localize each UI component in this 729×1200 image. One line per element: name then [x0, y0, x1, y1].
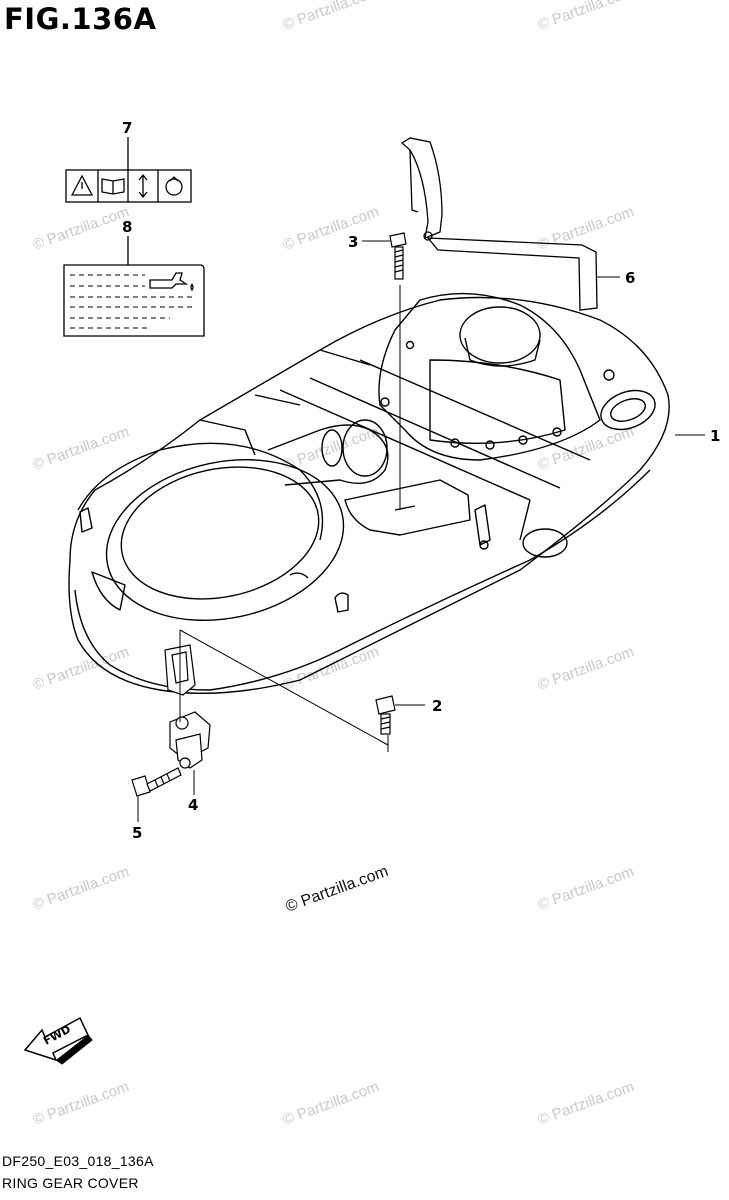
oil-can-icon	[149, 272, 189, 289]
watermark: © Partzilla.com	[31, 423, 132, 474]
ring-gear-cover-part	[68, 292, 670, 695]
manual-book-icon	[101, 178, 125, 195]
watermark-main: © Partzilla.com	[284, 863, 391, 916]
figure-name: RING GEAR COVER	[2, 1175, 139, 1191]
fwd-arrow: FWD	[23, 1016, 93, 1065]
warning-triangle-icon	[70, 174, 94, 196]
bolt-part-3	[389, 232, 407, 280]
callout-2: 2	[432, 697, 442, 715]
figure-code: DF250_E03_018_136A	[2, 1153, 154, 1169]
watermark-grid: © Partzilla.com © Partzilla.com © Partzi…	[31, 0, 637, 1129]
tilt-arrow-icon	[138, 173, 148, 199]
watermark: © Partzilla.com	[281, 203, 382, 254]
watermark: © Partzilla.com	[536, 1078, 637, 1129]
rotation-icon	[165, 178, 183, 196]
bolt-part-5	[131, 767, 182, 797]
watermark: © Partzilla.com	[31, 1078, 132, 1129]
figure-title: FIG.136A	[4, 2, 157, 36]
caution-label-part	[65, 137, 192, 203]
callout-6: 6	[625, 269, 635, 287]
hose-part	[400, 137, 598, 311]
bolt-part-2	[375, 695, 396, 735]
watermark: © Partzilla.com	[536, 863, 637, 914]
watermark: © Partzilla.com	[536, 203, 637, 254]
watermark: © Partzilla.com	[281, 1078, 382, 1129]
clamp-part	[169, 711, 211, 769]
watermark: © Partzilla.com	[31, 203, 132, 254]
leader-lines	[137, 240, 705, 822]
watermark: © Partzilla.com	[536, 643, 637, 694]
watermark: © Partzilla.com	[281, 0, 382, 34]
oil-label-part	[63, 236, 205, 337]
callout-8: 8	[122, 218, 132, 236]
watermark: © Partzilla.com	[536, 0, 637, 34]
watermark: © Partzilla.com	[536, 423, 637, 474]
watermark: © Partzilla.com	[31, 863, 132, 914]
callout-7: 7	[122, 119, 132, 137]
callout-5: 5	[132, 824, 142, 842]
callout-1: 1	[710, 427, 720, 445]
callout-3: 3	[348, 233, 358, 251]
callout-4: 4	[188, 796, 198, 814]
